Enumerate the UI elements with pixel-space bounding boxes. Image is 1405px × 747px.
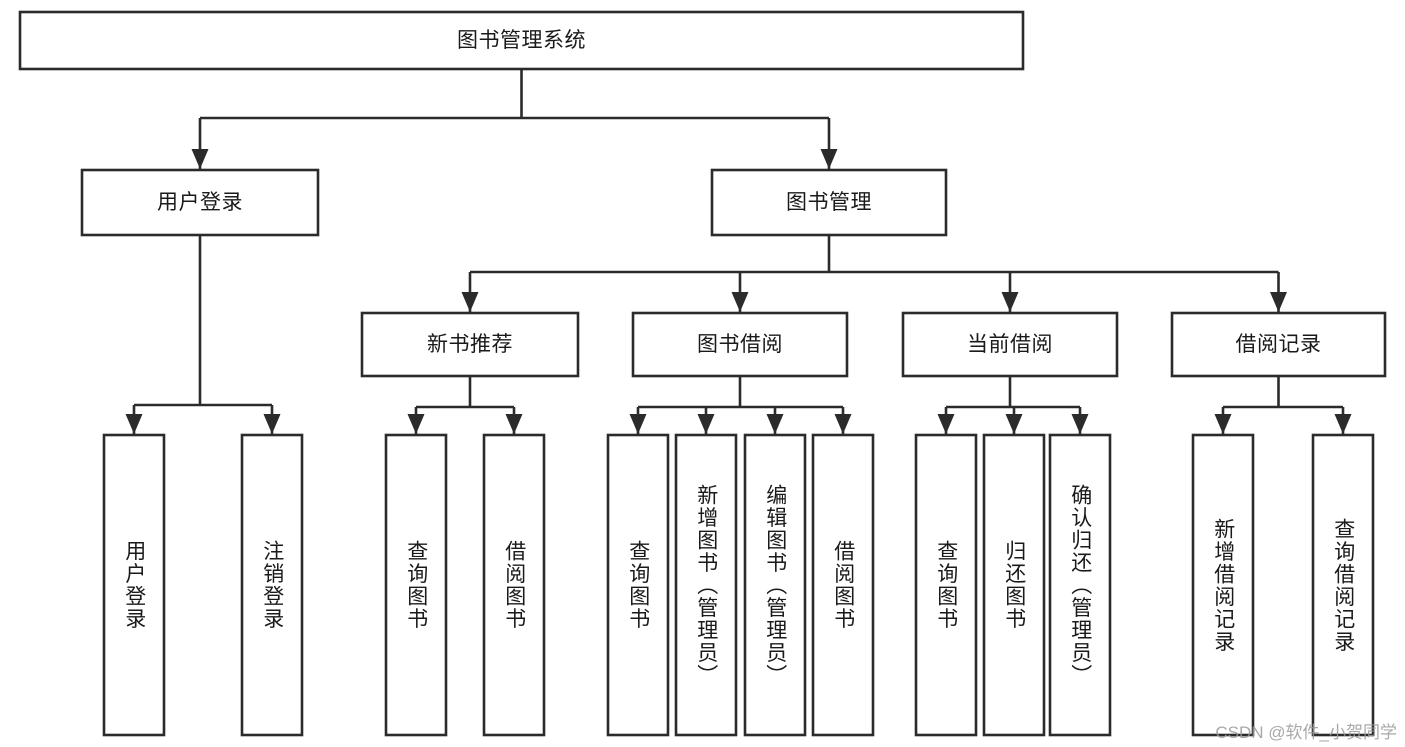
arrow-head-icon <box>937 414 955 434</box>
arrow-head-icon <box>461 292 479 312</box>
node-box-l-query-record[interactable] <box>1311 433 1375 737</box>
node-box-l-user-login[interactable] <box>102 433 166 737</box>
arrow-head-icon <box>191 149 209 169</box>
arrow-head-icon <box>1270 292 1287 312</box>
node-box-n-borrow-record[interactable] <box>1170 311 1387 378</box>
node-box-n-book-manage[interactable] <box>710 168 948 237</box>
node-box-l-confirm-return[interactable] <box>1048 433 1112 737</box>
node-box-n-book-borrow[interactable] <box>631 311 849 378</box>
node-box-l-return-book[interactable] <box>982 433 1046 737</box>
arrow-head-icon <box>1214 414 1232 434</box>
node-box-root[interactable] <box>18 10 1025 71</box>
arrow-head-icon <box>505 414 523 434</box>
arrow-head-icon <box>731 292 749 312</box>
node-box-l-add-book[interactable] <box>674 433 738 737</box>
arrow-head-icon <box>1071 414 1089 434</box>
node-box-n-new-book-rec[interactable] <box>360 311 580 378</box>
node-box-n-current-borrow[interactable] <box>901 311 1119 378</box>
node-box-l-logout[interactable] <box>240 433 304 737</box>
node-box-l-edit-book[interactable] <box>743 433 807 737</box>
arrow-head-icon <box>407 414 425 434</box>
arrow-head-icon <box>820 149 838 169</box>
node-box-l-add-record[interactable] <box>1191 433 1255 737</box>
arrow-head-icon <box>697 414 715 434</box>
node-box-l-query-book-1[interactable] <box>384 433 448 737</box>
arrow-head-icon <box>1005 414 1023 434</box>
node-box-l-borrow-book-1[interactable] <box>482 433 546 737</box>
arrow-head-icon <box>629 414 647 434</box>
arrow-head-icon <box>125 414 143 434</box>
node-box-l-query-book-2[interactable] <box>606 433 670 737</box>
arrow-head-icon <box>1334 414 1352 434</box>
arrow-head-icon <box>834 414 852 434</box>
arrow-head-icon <box>766 414 784 434</box>
node-box-l-query-book-3[interactable] <box>914 433 978 737</box>
arrow-head-icon <box>263 414 281 434</box>
node-box-l-borrow-book-2[interactable] <box>811 433 875 737</box>
arrow-head-icon <box>1001 292 1019 312</box>
node-box-n-user-login[interactable] <box>80 168 320 237</box>
watermark-text: CSDN @软件_小贺同学 <box>1215 723 1397 742</box>
